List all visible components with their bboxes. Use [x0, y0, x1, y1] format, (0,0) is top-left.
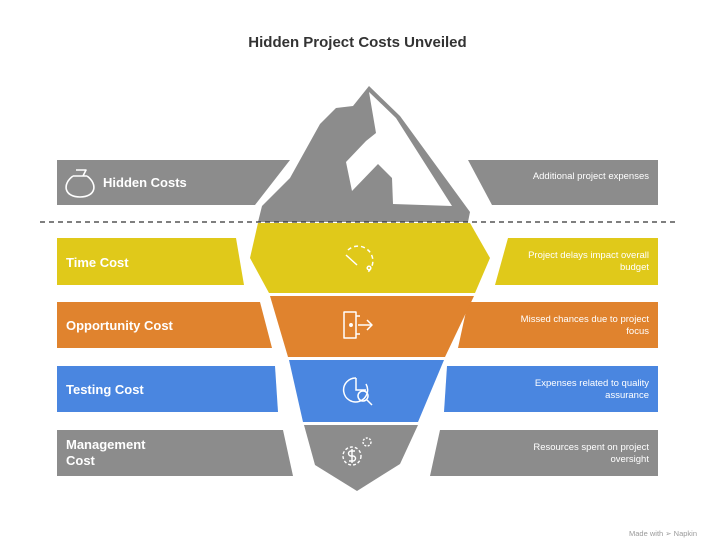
desc-testing-cost: Expenses related to quality assurance [534, 378, 649, 401]
desc-time-cost: Project delays impact overall budget [528, 250, 649, 273]
band-left-time-cost [57, 238, 244, 285]
label-hidden-costs: Hidden Costs [103, 175, 187, 190]
desc-hidden-costs: Additional project expenses [532, 171, 649, 182]
desc-opportunity-cost: Missed chances due to project focus [520, 314, 649, 337]
band-left-hidden-costs [57, 160, 290, 205]
timer-icon [345, 245, 374, 273]
exit-door-icon [343, 311, 373, 339]
iceberg-layer-time [250, 223, 490, 293]
page-title: Hidden Project Costs Unveiled [248, 34, 467, 51]
band-right-management-cost [430, 430, 658, 476]
band-right-opportunity-cost [458, 302, 658, 348]
iceberg-layer-testing [289, 360, 444, 422]
dollar-gear-icon [342, 437, 372, 466]
band-right-testing-cost [444, 366, 658, 412]
band-left-management-cost [57, 430, 293, 476]
band-left-testing-cost [57, 366, 278, 412]
money-bag-icon [65, 169, 95, 198]
label-time-cost: Time Cost [66, 255, 129, 270]
label-opportunity-cost: Opportunity Cost [66, 318, 173, 333]
chart-search-icon [342, 377, 373, 406]
iceberg-layer-opportunity [270, 296, 474, 357]
label-management-cost: Management Cost [66, 437, 146, 468]
iceberg-snow-cap [346, 92, 452, 206]
footer-credit: Made with ➢ Napkin [629, 529, 697, 538]
desc-management-cost: Resources spent on project oversight [533, 442, 649, 465]
band-left-opportunity-cost [57, 302, 272, 348]
band-right-hidden-costs [468, 160, 658, 205]
band-right-time-cost [495, 238, 658, 285]
label-testing-cost: Testing Cost [66, 382, 144, 397]
